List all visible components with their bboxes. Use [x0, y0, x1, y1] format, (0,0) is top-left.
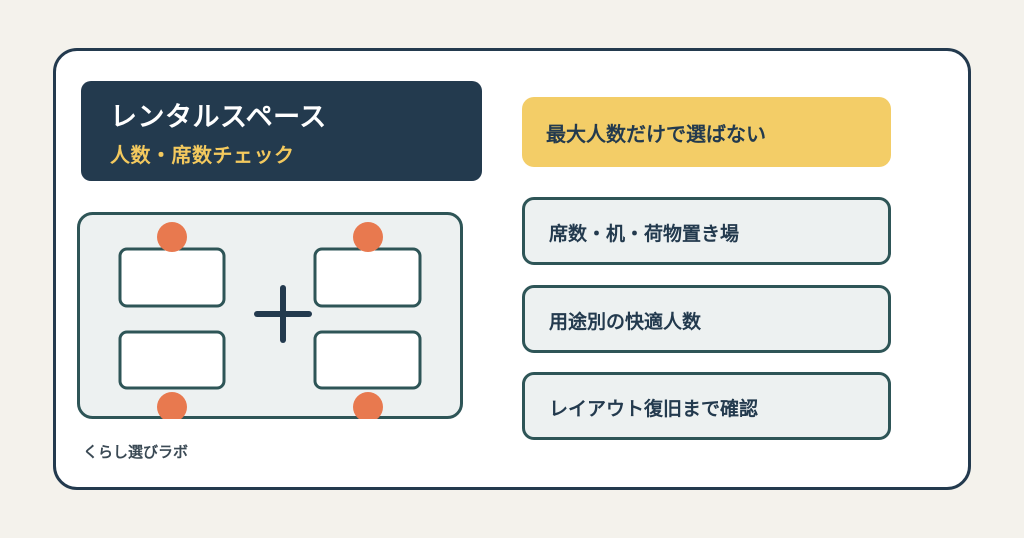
- table-bottom-right: [313, 330, 422, 390]
- table-top-right: [313, 247, 422, 308]
- seat-dot-bottom-left: [157, 392, 187, 419]
- plus-icon: [254, 285, 312, 343]
- table-top-left: [118, 247, 226, 308]
- brand-label: くらし選びラボ: [83, 443, 189, 461]
- highlight-text: 最大人数だけで選ばない: [546, 122, 766, 146]
- seating-diagram: [77, 212, 463, 419]
- page-title: レンタルスペース: [110, 102, 327, 133]
- seat-dot-top-right: [353, 222, 383, 252]
- check-item-label: レイアウト復旧まで確認: [549, 398, 759, 420]
- page-subtitle: 人数・席数チェック: [110, 143, 295, 167]
- title-box: レンタルスペース 人数・席数チェック: [81, 81, 482, 181]
- table-bottom-left: [118, 330, 226, 390]
- highlight-box: 最大人数だけで選ばない: [522, 97, 891, 167]
- check-item-seats: 席数・机・荷物置き場: [522, 197, 891, 265]
- seat-dot-top-left: [157, 222, 187, 252]
- check-item-layout: レイアウト復旧まで確認: [522, 372, 891, 440]
- seat-dot-bottom-right: [353, 392, 383, 419]
- check-item-label: 席数・机・荷物置き場: [549, 223, 740, 245]
- check-item-label: 用途別の快適人数: [549, 311, 702, 333]
- check-item-capacity: 用途別の快適人数: [522, 285, 891, 353]
